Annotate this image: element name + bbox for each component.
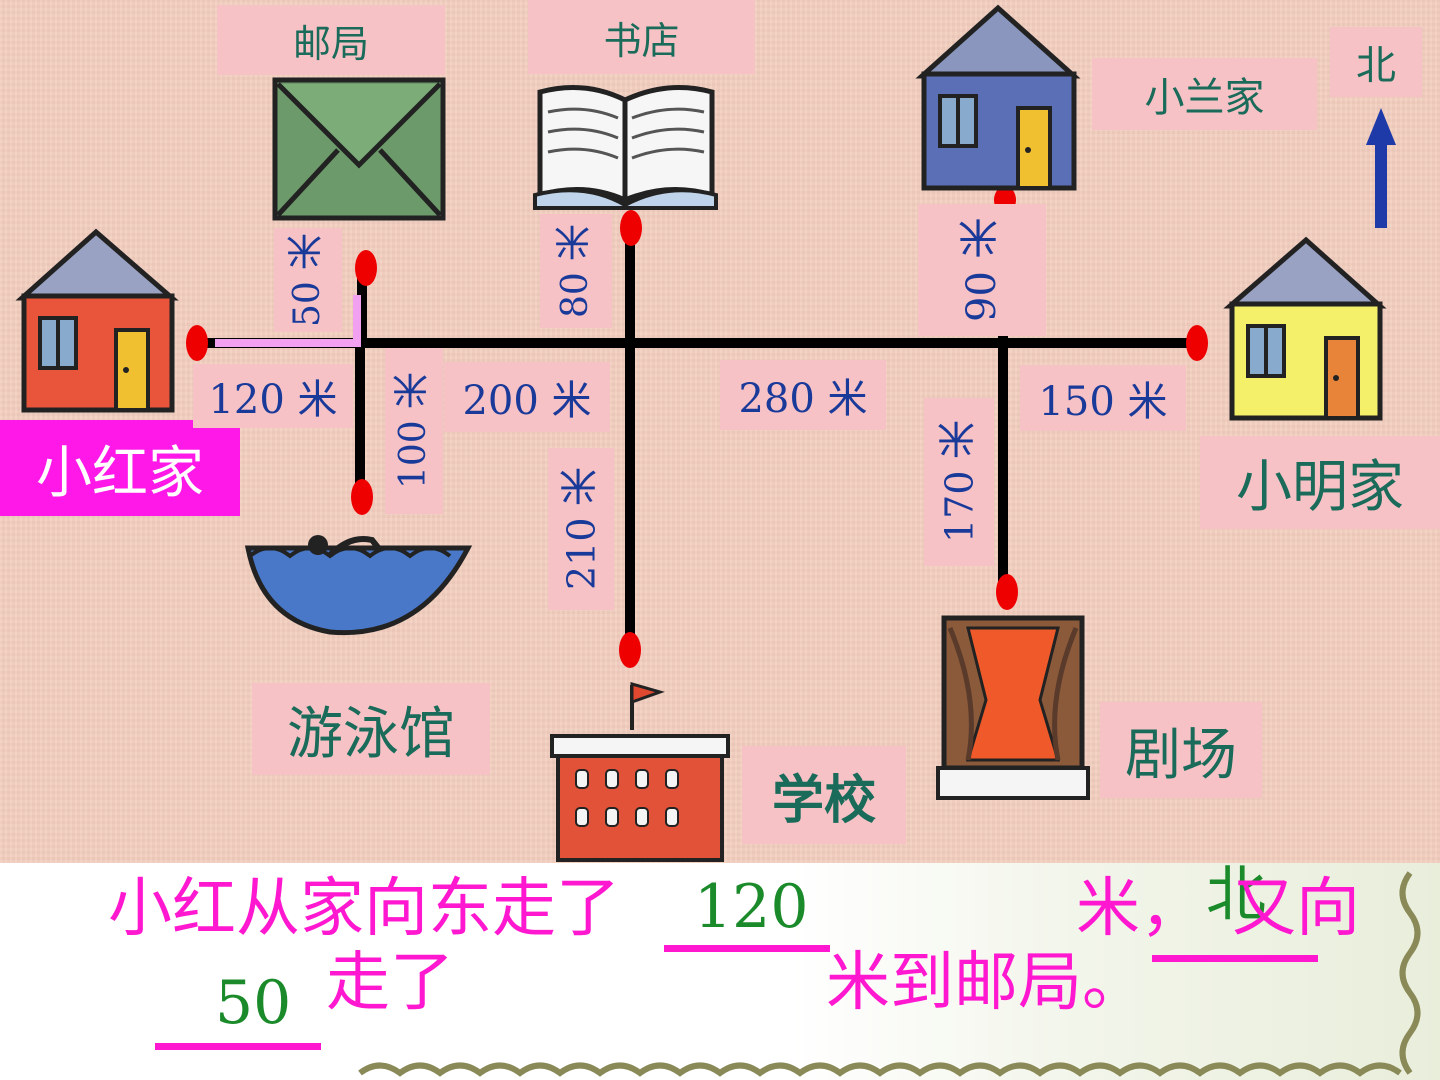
distance-150: 150 米 [1020,365,1186,431]
distance-200: 200 米 [444,362,610,432]
question-part1: 小红从家向东走了 [108,872,620,946]
label-xiaolan-home: 小兰家 [1092,58,1317,130]
question-part3: 又向 [1232,872,1360,946]
bookstore-icon [533,85,718,210]
distance-50: 50 米 [274,228,342,332]
label-xiaoming-home: 小明家 [1200,436,1440,529]
distance-90: 90 米 [918,204,1046,336]
distance-80: 80 米 [540,214,612,328]
map-drawing [15,4,1396,862]
distance-100: 100 米 [385,348,443,514]
xiaohong-house-icon [15,228,179,413]
map: 邮局 书店 小兰家 北 小红家 小明家 游泳馆 学校 剧场 120 米 200 … [0,0,1440,863]
label-pool: 游泳馆 [252,683,490,775]
answer-direction: 北 [1206,860,1266,930]
theater-icon [936,615,1090,800]
xiaolan-house-icon [915,4,1081,191]
school-icon [550,682,730,862]
route-highlight [215,295,361,347]
label-theater: 剧场 [1100,702,1262,798]
label-school: 学校 [742,746,906,844]
swimming-pool-icon [244,535,473,636]
answer-distance1: 120 [694,872,809,942]
north-arrow-icon [1366,108,1396,228]
question-part5: 米到邮局。 [826,946,1146,1020]
label-post-office: 邮局 [217,5,445,75]
question-part2: 米， [1076,872,1204,946]
decorative-vine [358,871,1421,1077]
distance-120: 120 米 [193,364,353,428]
distance-170: 170 米 [924,398,994,566]
xiaoming-house-icon [1223,236,1387,421]
label-xiaohong-home: 小红家 [0,420,240,516]
blank-direction [1152,955,1318,962]
distance-280: 280 米 [720,360,886,430]
label-north: 北 [1330,27,1422,97]
post-office-icon [272,77,446,221]
blank-distance2 [155,1043,321,1050]
distance-210: 210 米 [548,448,614,610]
answer-distance2: 50 [215,968,292,1038]
question-part4: 走了 [326,946,454,1020]
blank-distance1 [664,945,830,952]
question-panel: 小红从家向东走了 120 米， 北 又向 50 走了 米到邮局。 [0,863,1440,1080]
label-bookstore: 书店 [528,0,755,74]
